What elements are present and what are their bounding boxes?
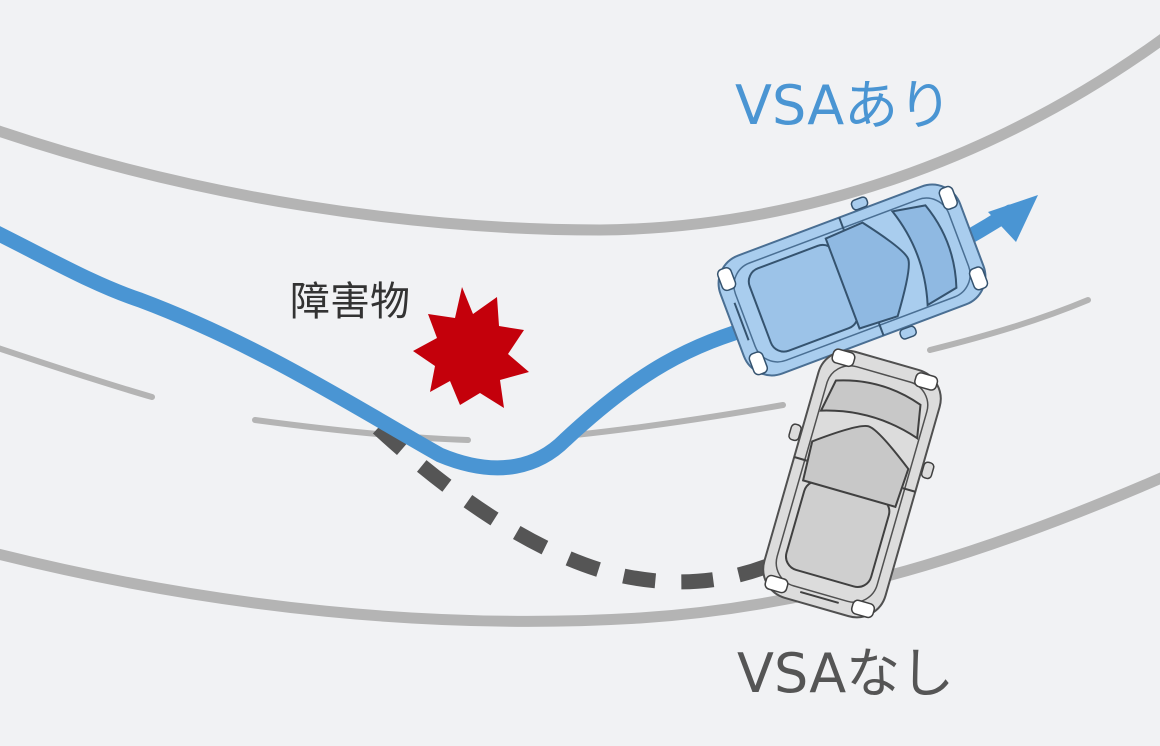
label-obstacle: 障害物: [290, 279, 410, 325]
lane-line-left: [0, 345, 155, 400]
obstacle-burst: [413, 287, 529, 408]
lane-line-center: [252, 417, 471, 443]
path-with-vsa-arrowhead: [988, 195, 1038, 242]
label-without-vsa: VSAなし: [737, 642, 954, 705]
lane-line-right-b: [927, 297, 1091, 353]
car-with-vsa: [716, 183, 989, 377]
road-edge-top: [0, 34, 1160, 236]
label-with-vsa: VSAあり: [735, 74, 952, 137]
car-without-vsa: [762, 348, 942, 619]
path-without-vsa: [372, 422, 773, 590]
lane-line-right-a: [572, 402, 786, 438]
road-edge-bottom: [0, 472, 1160, 627]
